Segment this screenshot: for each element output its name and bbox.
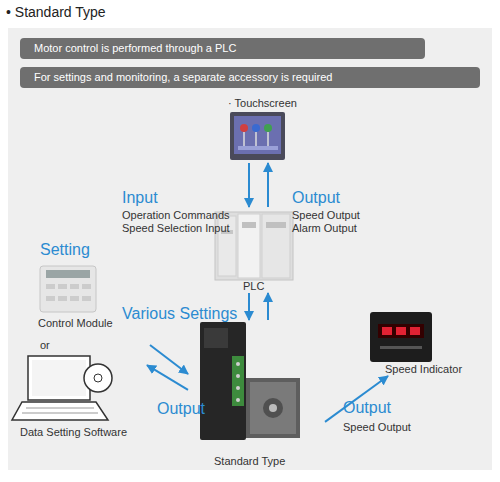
module-key xyxy=(46,296,55,301)
laptop-base xyxy=(12,402,108,420)
software-node: Data Setting Software xyxy=(18,352,147,442)
module-key xyxy=(82,296,91,301)
plc-slot xyxy=(242,222,256,228)
driver-illustration xyxy=(200,322,300,440)
terminal-block xyxy=(232,356,244,406)
edge-label: Output xyxy=(292,189,340,207)
control-module-node: Control Module xyxy=(36,264,150,345)
signal-label: Speed Output xyxy=(343,421,411,434)
screen-frame xyxy=(230,112,285,160)
edge-label: Output xyxy=(343,399,391,417)
signal-label: Alarm Output xyxy=(292,222,357,235)
node-label: · Touchscreen xyxy=(228,97,297,110)
laptop-display xyxy=(32,360,86,396)
speed-indicator-node: Speed Indicator xyxy=(365,305,465,376)
plc-module xyxy=(238,214,260,278)
motor-face xyxy=(250,382,296,434)
terminal-screw xyxy=(236,386,240,390)
diagram-title: • Standard Type xyxy=(6,4,106,20)
led-digit xyxy=(382,327,392,335)
module-key xyxy=(58,284,67,289)
cd-disc xyxy=(84,364,112,392)
indicator-display xyxy=(378,324,424,338)
plc-slot xyxy=(266,222,286,228)
terminal-screw xyxy=(236,398,240,402)
flow-arrow xyxy=(267,293,269,320)
signal-label: Operation Commands xyxy=(122,209,230,222)
node-label: Data Setting Software xyxy=(20,426,127,439)
cd-hole xyxy=(94,374,102,382)
driver-node: Standard Type xyxy=(188,320,325,470)
screen-bar xyxy=(238,146,278,150)
touchscreen-node: · Touchscreen xyxy=(222,97,292,163)
module-key xyxy=(70,284,79,289)
indicator-body xyxy=(370,312,432,362)
motor-shaft-housing xyxy=(263,398,283,418)
module-key xyxy=(82,284,91,289)
node-label: Standard Type xyxy=(214,455,285,468)
flow-arrow xyxy=(150,345,188,374)
screen-button xyxy=(252,124,260,132)
flow-arrow xyxy=(248,293,250,320)
module-display xyxy=(46,270,90,278)
terminal-screw xyxy=(236,374,240,378)
laptop-keys xyxy=(22,408,98,413)
group-heading: Setting xyxy=(40,241,90,259)
flow-arrow xyxy=(147,365,188,390)
touchscreen-illustration xyxy=(230,112,285,160)
edge-label: Output xyxy=(157,400,205,418)
driver-panel xyxy=(204,328,228,348)
edge-label: Input xyxy=(122,189,158,207)
screen-lines xyxy=(244,132,268,146)
info-bar: Motor control is performed through a PLC xyxy=(20,38,425,59)
laptop-screen xyxy=(28,356,90,400)
module-key xyxy=(70,296,79,301)
node-label: Control Module xyxy=(38,317,113,330)
background-panel xyxy=(8,28,492,470)
led-digit xyxy=(396,327,406,335)
flow-arrow xyxy=(267,163,269,207)
module-body xyxy=(40,266,96,312)
signal-label: Speed Output xyxy=(292,209,360,222)
laptop-illustration xyxy=(12,356,112,420)
motor-body xyxy=(246,378,300,438)
edge-label: Various Settings xyxy=(122,305,237,323)
node-label: Speed Indicator xyxy=(385,363,462,376)
module-key xyxy=(58,296,67,301)
terminal-screw xyxy=(236,362,240,366)
node-label: PLC xyxy=(243,280,264,293)
driver-body xyxy=(200,322,246,440)
motor-shaft xyxy=(269,404,277,412)
plc-module xyxy=(262,214,290,278)
bar-text: For settings and monitoring, a separate … xyxy=(34,67,480,88)
signal-label: Speed Selection Input xyxy=(122,222,230,235)
info-bar: For settings and monitoring, a separate … xyxy=(20,67,480,88)
speed-indicator-illustration xyxy=(370,312,432,362)
flow-arrow xyxy=(248,163,250,207)
screen-button xyxy=(264,124,272,132)
bar-text: Motor control is performed through a PLC xyxy=(34,38,425,59)
screen-area xyxy=(234,116,281,154)
control-module-illustration xyxy=(40,266,96,312)
module-key xyxy=(46,284,55,289)
led-digit xyxy=(410,327,420,335)
indicator-trim xyxy=(380,346,422,349)
screen-button xyxy=(240,124,248,132)
signal-label: or xyxy=(40,339,50,352)
